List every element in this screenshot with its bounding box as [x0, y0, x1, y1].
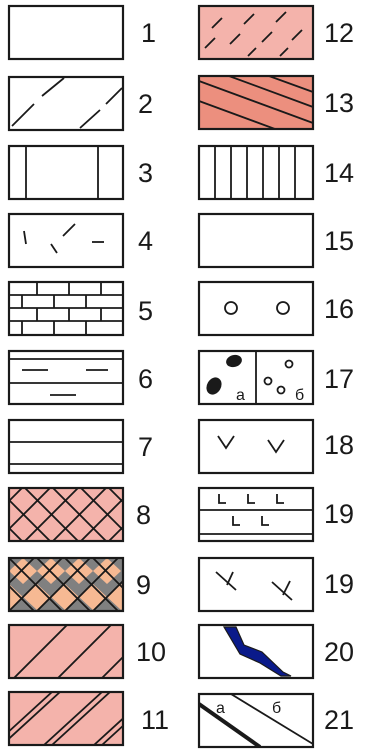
- legend-number: 1: [141, 18, 156, 48]
- legend-number: 5: [138, 296, 153, 326]
- legend-number: 3: [138, 158, 153, 188]
- pattern-swatch-l-symbols: [199, 488, 313, 541]
- legend-item-18: 18: [199, 420, 354, 473]
- legend-item-17: а б 17: [199, 351, 354, 404]
- legend-number: 16: [324, 294, 354, 324]
- legend-number: 14: [324, 158, 354, 188]
- legend-item-11: 11: [0, 692, 169, 745]
- sub-label-a: а: [236, 387, 245, 404]
- legend-number: 15: [324, 226, 354, 256]
- pattern-swatch-dashed-diagonal: [199, 6, 313, 59]
- legend-item-2: 2: [9, 77, 153, 130]
- pattern-swatch-blank: [9, 6, 123, 59]
- legend-number: 7: [138, 432, 153, 462]
- sub-label-a: а: [216, 700, 225, 717]
- legend-item-19b: 19: [199, 558, 354, 611]
- pattern-swatch-circles: [199, 282, 313, 335]
- legend-item-10: 10: [9, 625, 166, 678]
- legend-item-14: 14: [199, 146, 354, 199]
- legend-number: 19: [324, 569, 354, 599]
- legend-number: 9: [136, 570, 151, 600]
- legend-number: 18: [324, 430, 354, 460]
- legend-number: 13: [324, 88, 354, 118]
- legend-item-9: 9: [0, 558, 151, 611]
- pattern-swatch-blank: [199, 214, 313, 267]
- pattern-swatch-dashed-diagonal: [12, 78, 122, 128]
- legend-number: 21: [324, 705, 354, 735]
- legend-number: 4: [138, 226, 153, 256]
- legend-number: 10: [136, 637, 166, 667]
- legend-item-3: 3: [9, 146, 153, 199]
- legend-item-4: 4: [9, 214, 153, 267]
- pattern-swatch-crosshatch: [9, 488, 123, 541]
- legend-item-16: 16: [199, 282, 354, 335]
- legend-number: 11: [141, 705, 169, 735]
- legend-item-6: 6: [9, 351, 153, 404]
- legend-item-21: а б 21: [199, 694, 354, 747]
- legend-number: 17: [324, 364, 354, 394]
- legend-item-20: 20: [199, 625, 354, 678]
- legend-number: 6: [138, 364, 153, 394]
- legend-item-12: 12: [199, 6, 354, 59]
- legend-number: 12: [324, 18, 354, 48]
- legend-item-15: 15: [199, 214, 354, 267]
- pattern-swatch-cross-symbols: [199, 558, 313, 611]
- legend-number: 19: [324, 499, 354, 529]
- legend-item-5: 5: [9, 282, 153, 335]
- legend-item-1: 1: [9, 6, 156, 59]
- legend-number: 2: [138, 89, 153, 119]
- pattern-swatch-v-symbols: [199, 420, 313, 473]
- legend-item-7: 7: [9, 420, 153, 473]
- sub-label-b: б: [295, 387, 304, 404]
- legend-item-19a: 19: [199, 488, 354, 541]
- legend-item-13: 13: [199, 76, 354, 143]
- pattern-swatch-double-diagonal: [9, 692, 123, 745]
- legend-number: 8: [136, 500, 151, 530]
- legend-number: 20: [324, 637, 354, 667]
- pattern-swatch-horizontal-lines: [9, 420, 123, 473]
- sub-label-b: б: [272, 700, 281, 717]
- legend-item-8: 8: [0, 488, 162, 541]
